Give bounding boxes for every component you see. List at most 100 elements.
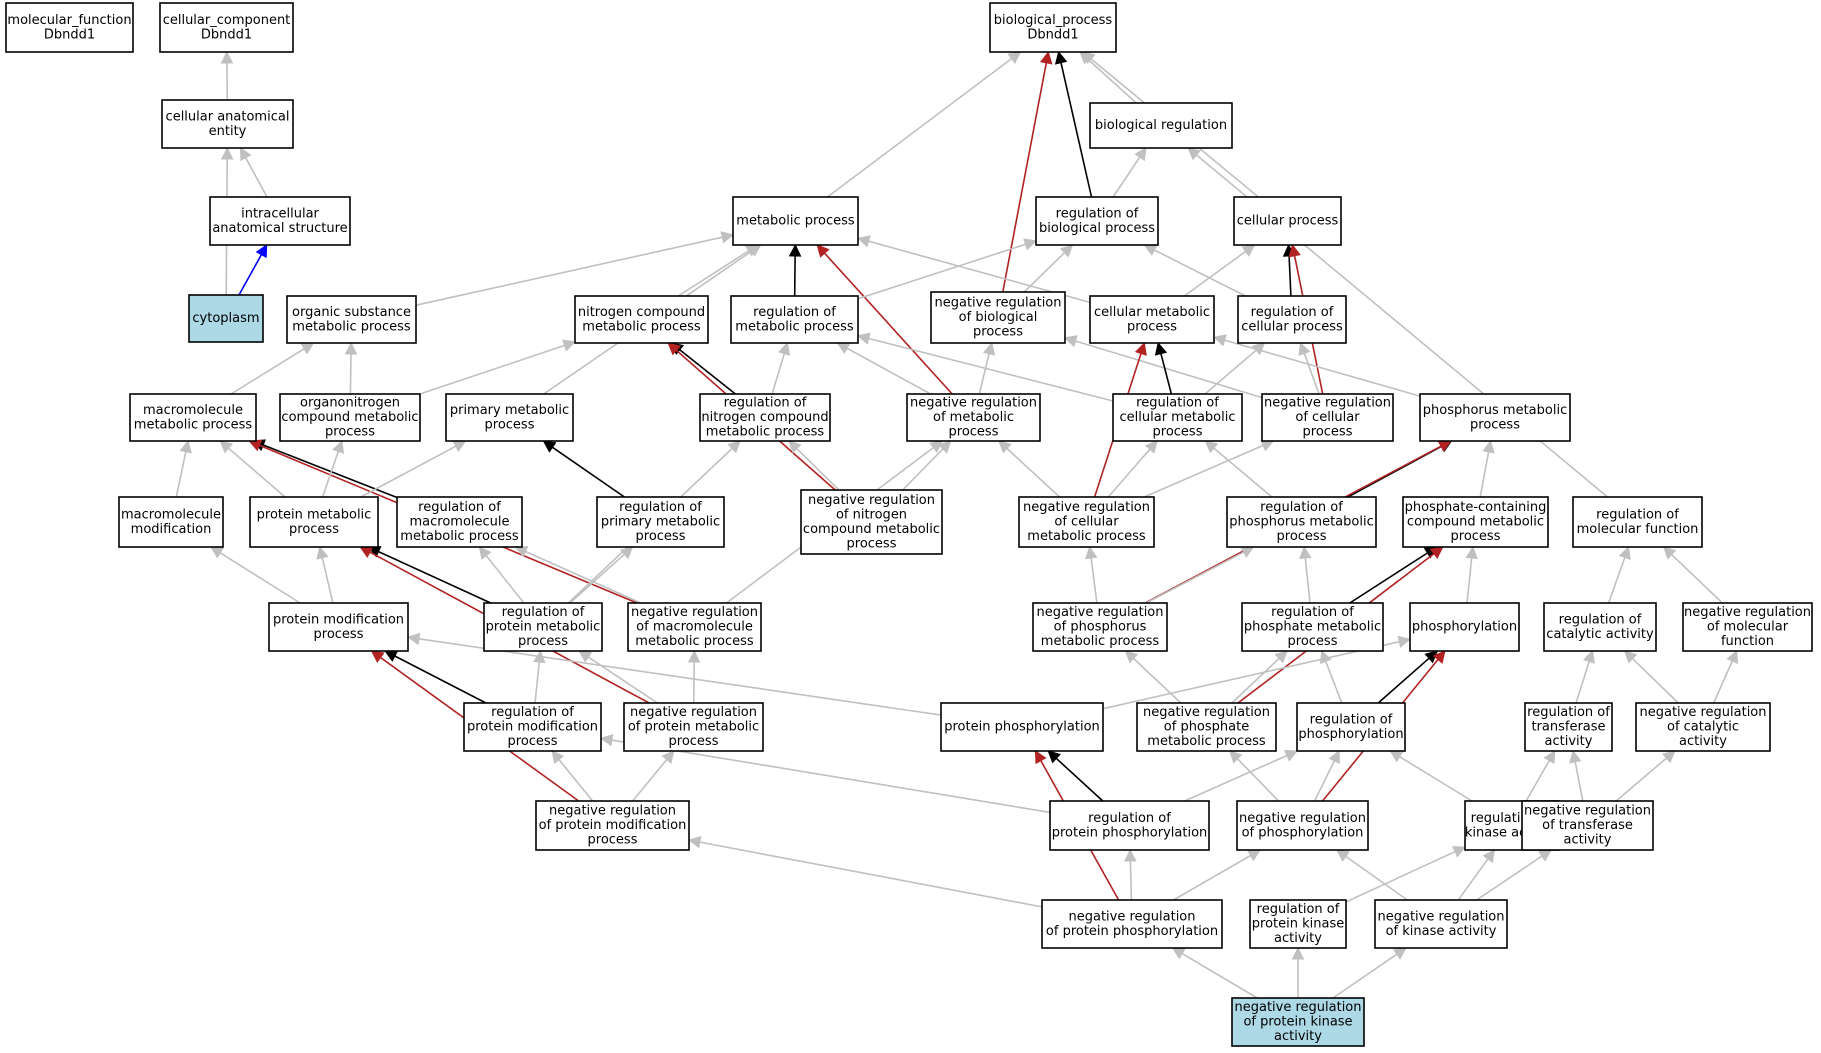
edge-rcp-to-cp (1288, 255, 1292, 297)
edge-rmmp-to-mmp (262, 444, 398, 499)
term-box (188, 294, 264, 343)
term-label-line: primary metabolic (601, 515, 720, 530)
term-label-line: negative regulation (1068, 909, 1195, 924)
edge-arrowhead-rphos-to-rpcmp (1320, 649, 1332, 664)
term-label-line: regulation of (753, 305, 836, 320)
edge-nrcp-to-rcp (1303, 353, 1320, 395)
term-label-line: negative regulation (910, 396, 1037, 411)
edge-arrowhead-nrpphos-to-pphos (1034, 750, 1047, 765)
term-box (730, 295, 859, 344)
go-term-node-breg[interactable]: biological regulation (1089, 102, 1233, 149)
term-label-line: regulation of (1251, 305, 1334, 320)
term-label-line: negative regulation (549, 804, 676, 819)
edge-nrka-to-rka (1457, 858, 1489, 901)
term-label-line: cellular process (1241, 319, 1343, 334)
term-label-line: Dbndd1 (1027, 27, 1078, 42)
edge-arrowhead-pmp-to-mp (747, 244, 762, 257)
term-box (209, 196, 351, 246)
term-box (800, 489, 943, 555)
term-label-line: cellular process (1237, 214, 1339, 229)
go-term-node-mp[interactable]: metabolic process (732, 196, 859, 246)
term-label-line: protein kinase (1252, 917, 1344, 932)
edge-ncmp-to-mp (677, 250, 750, 297)
edge-arrowhead-rphmp-to-rcmp (1204, 440, 1219, 454)
edge-rpphos-to-rphos (1184, 754, 1288, 802)
term-label-line: intracellular (241, 206, 319, 221)
edge-arrowhead-nrpmod-to-pmod (370, 650, 385, 663)
term-box (1261, 393, 1394, 442)
term-label-line: metabolic process (1041, 634, 1160, 649)
term-box (1032, 602, 1168, 652)
edge-rcp-to-rbp (1153, 249, 1246, 297)
term-label-line: cytoplasm (192, 311, 259, 326)
term-label-line: regulation of (1088, 811, 1171, 826)
go-term-node-cyto[interactable]: cytoplasm (188, 294, 264, 343)
term-box (940, 702, 1104, 752)
go-term-node-cp[interactable]: cellular process (1233, 196, 1342, 246)
go-term-node-pphos[interactable]: protein phosphorylation (940, 702, 1104, 752)
edge-arrowhead-cmp-to-cp (1241, 244, 1256, 257)
term-label-line: metabolic process (134, 417, 253, 432)
edge-arrowhead-nrmf-to-rmf (1662, 546, 1677, 560)
term-box (396, 496, 523, 548)
edge-arrowhead-cyto-to-ias (255, 244, 268, 259)
term-label-line: biological regulation (1095, 118, 1227, 133)
edge-arrowhead-rcmp-to-rmp (856, 332, 871, 345)
edge-arrowhead-rpphos-to-pphos (1047, 750, 1061, 764)
edge-arrowhead-nrka-to-nrta (1538, 849, 1553, 862)
term-label-line: process (325, 425, 375, 440)
edge-arrowhead-cp-to-bp (1081, 51, 1096, 65)
go-term-node-phos[interactable]: phosphorylation (1409, 602, 1520, 652)
